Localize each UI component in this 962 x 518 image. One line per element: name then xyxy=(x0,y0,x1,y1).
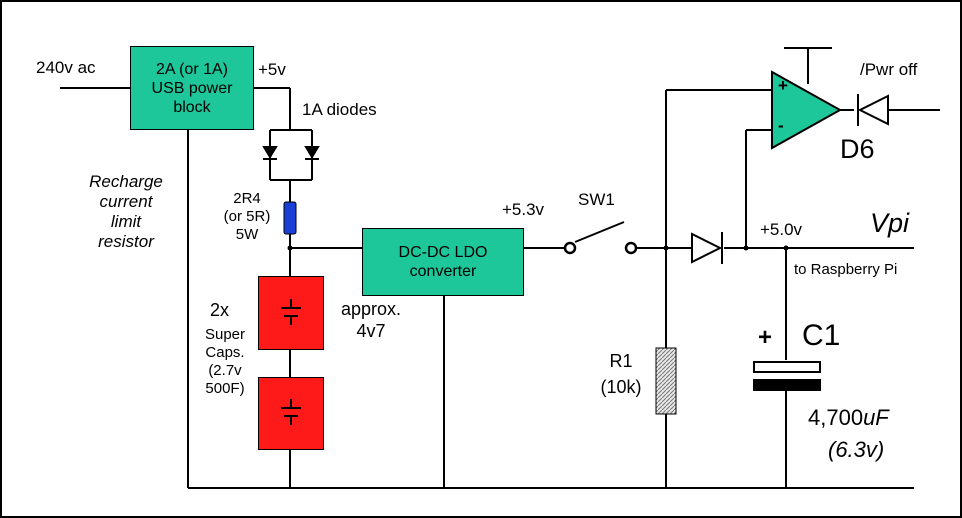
dcdc-converter-block: DC-DC LDO converter xyxy=(362,228,524,296)
opamp-minus-label: - xyxy=(778,116,784,135)
series-diode-icon xyxy=(691,232,723,264)
c1-value-row: 4,700uF xyxy=(808,406,889,430)
v50-label: +5.0v xyxy=(760,220,803,239)
diodes-label: 1A diodes xyxy=(302,100,377,119)
supercap-bottom xyxy=(258,377,324,450)
switch-terminal-right-icon xyxy=(624,241,638,255)
usb-block-label: 2A (or 1A) USB power block xyxy=(151,60,233,116)
c1-value: 4,700 xyxy=(808,405,864,430)
c1-plus-label: + xyxy=(758,324,773,351)
approx-voltage-label: approx. 4v7 xyxy=(340,299,402,341)
diode-left-icon xyxy=(262,146,278,159)
pwr-off-label: /Pwr off xyxy=(860,60,918,79)
op-amp-icon xyxy=(771,70,843,150)
supercap-desc-label: Super Caps. (2.7v 500F) xyxy=(204,326,246,397)
c1-label: C1 xyxy=(802,319,841,352)
d6-label: D6 xyxy=(840,134,875,164)
dcdc-block-label: DC-DC LDO converter xyxy=(398,244,488,280)
v53-label: +5.3v xyxy=(502,200,545,219)
c1-capacitor-icon xyxy=(753,361,821,373)
plus5v-label: +5v xyxy=(258,60,286,79)
supercap-top xyxy=(258,276,324,350)
to-pi-label: to Raspberry Pi xyxy=(794,261,898,278)
c1-voltage-label: (6.3v) xyxy=(828,437,885,462)
supercap-count-label: 2x xyxy=(210,300,230,320)
capacitor-icon xyxy=(281,399,301,425)
vpi-label: Vpi xyxy=(870,208,910,238)
sw1-label: SW1 xyxy=(578,190,615,209)
resistor-value-label: 2R4 (or 5R) 5W xyxy=(223,190,271,243)
r1-label: R1 (10k) xyxy=(600,351,642,397)
ac-input-label: 240v ac xyxy=(36,58,96,77)
d6-diode-icon xyxy=(857,94,889,126)
capacitor-icon xyxy=(281,299,301,325)
c1-unit: uF xyxy=(863,405,889,430)
recharge-label: Recharge current limit resistor xyxy=(89,172,163,251)
switch-terminal-left-icon xyxy=(563,241,577,255)
opamp-plus-label: + xyxy=(778,76,788,95)
diode-right-icon xyxy=(304,146,320,159)
recharge-resistor-icon xyxy=(283,201,297,235)
r1-resistor-icon xyxy=(655,347,677,415)
usb-power-block: 2A (or 1A) USB power block xyxy=(130,46,254,130)
